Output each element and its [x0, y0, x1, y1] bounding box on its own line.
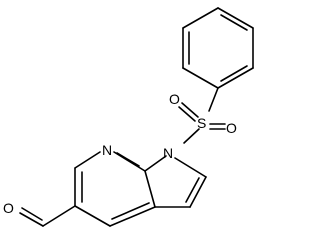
structure-diagram: O S O N N O: [3, 7, 254, 227]
sulfonyl-oxygen-left-label: O: [169, 91, 180, 107]
phenyl-ring: [182, 7, 254, 89]
pyridine-ring: [74, 151, 156, 227]
pyrrole-ring: [144, 155, 207, 208]
sulfur-label: S: [197, 115, 206, 131]
bond-sulfur-nitrogen: [183, 128, 200, 144]
sulfonyl-double-bond-right: [209, 123, 226, 130]
bond-phenyl-sulfur: [208, 87, 219, 112]
sulfonyl-oxygen-right-label: O: [226, 120, 237, 136]
aldehyde-oxygen-label: O: [3, 200, 14, 216]
pyridine-nitrogen-label: N: [102, 142, 112, 158]
pyrrole-nitrogen-label: N: [163, 145, 173, 161]
sulfonyl-double-bond-left: [178, 102, 199, 122]
aldehyde-group: [19, 205, 76, 227]
